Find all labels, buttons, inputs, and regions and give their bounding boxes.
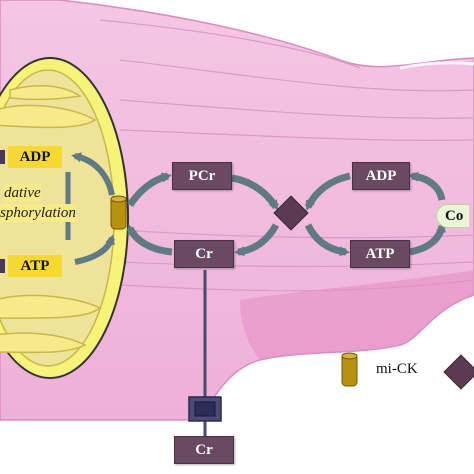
arrow-atp-to-consumer xyxy=(409,222,446,256)
ox-phos-label-line2: sphorylation xyxy=(0,204,76,222)
external-cr-box: Cr xyxy=(174,436,234,464)
ck-diamond xyxy=(273,195,309,231)
arrow-atp-to-membrane xyxy=(74,234,115,265)
cell-shadow-band xyxy=(240,270,474,360)
legend-mi-ck-text: mi-CK xyxy=(376,361,418,377)
arrow-adp-to-ck xyxy=(304,172,351,211)
pcr-box: PCr xyxy=(172,162,232,190)
arrow-cr-to-mick xyxy=(126,224,173,256)
ox-phos-label-line1: dative xyxy=(4,184,41,202)
legend-mi-ck-icon xyxy=(341,352,358,387)
arrow-ck-to-cr xyxy=(234,223,280,257)
cristae xyxy=(0,85,102,354)
mito-atp-label: ATP xyxy=(8,255,62,277)
cr-box: Cr xyxy=(174,240,234,268)
atp-box: ATP xyxy=(350,240,410,268)
arrow-mick-to-pcr xyxy=(127,172,172,207)
cofactor-label: Co xyxy=(436,204,470,228)
arrow-pcr-to-ck xyxy=(231,174,279,211)
legend-ck-diamond-icon xyxy=(443,354,474,390)
mi-ck-enzyme xyxy=(110,195,127,230)
mito-adp-marker xyxy=(0,150,5,164)
arrow-consumer-to-adp xyxy=(408,171,446,201)
cell-highlight xyxy=(399,61,474,70)
arrow-ck-to-atp xyxy=(304,223,350,257)
mito-atp-marker xyxy=(0,259,5,273)
arrow-membrane-to-adp xyxy=(71,152,115,196)
adp-box: ADP xyxy=(352,162,410,190)
mito-adp-label: ADP xyxy=(8,146,62,168)
